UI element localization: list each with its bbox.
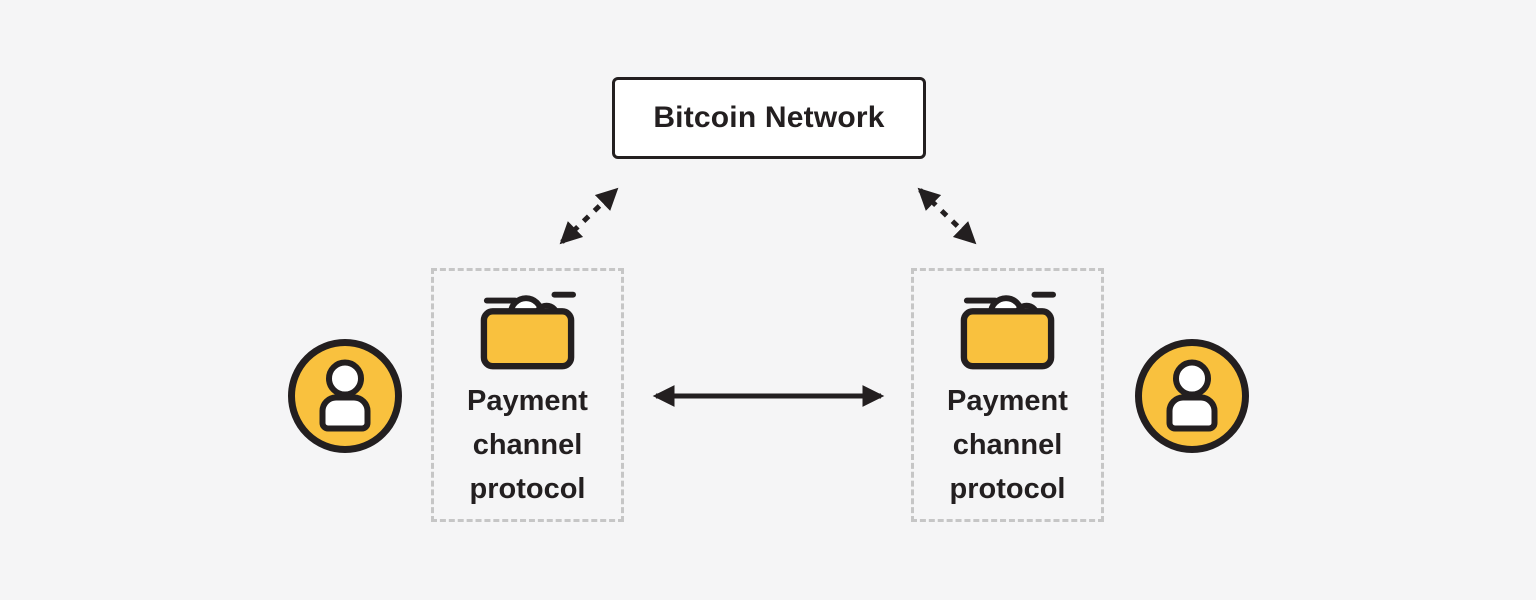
user-icon-left: [288, 339, 402, 453]
bitcoin-network-node: Bitcoin Network: [612, 77, 926, 159]
payment-channel-node-left: Payment channel protocol: [431, 268, 624, 522]
payment-channel-label-left: Payment channel protocol: [467, 385, 588, 505]
bitcoin-network-label: Bitcoin Network: [653, 101, 885, 134]
wallet-coins-icon: [960, 291, 1056, 370]
network-left-channel-arrow: [559, 187, 619, 245]
network-right-channel-arrow: [917, 187, 977, 245]
wallet-coins-icon: [480, 291, 576, 370]
payment-channel-label-right: Payment channel protocol: [947, 385, 1068, 505]
user-icon-right: [1135, 339, 1249, 453]
payment-channel-node-right: Payment channel protocol: [911, 268, 1104, 522]
